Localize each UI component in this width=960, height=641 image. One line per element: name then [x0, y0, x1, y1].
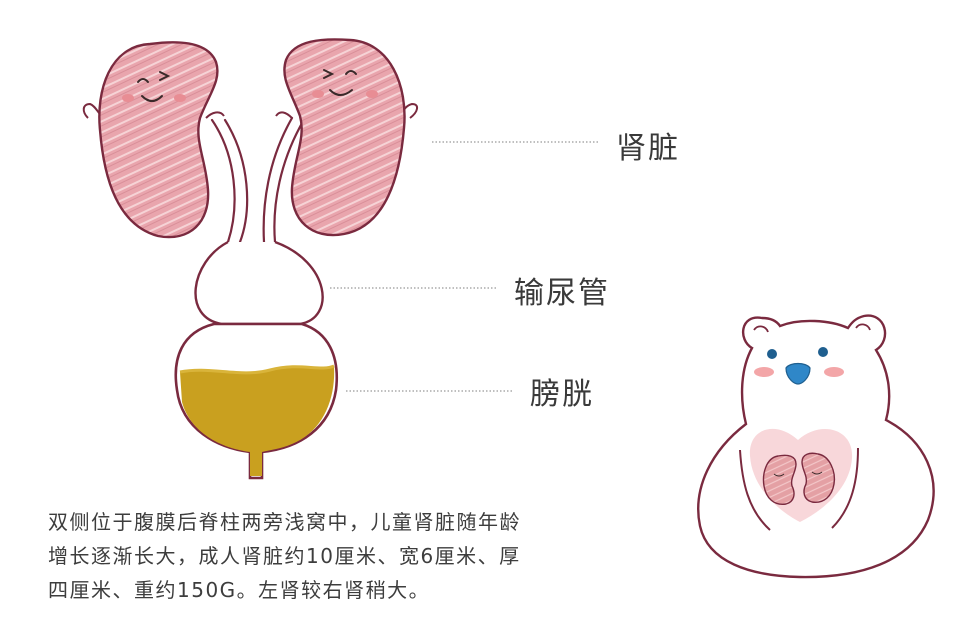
description-text: 双侧位于腹膜后脊柱两旁浅窝中，儿童肾脏随年龄 增长逐渐长大，成人肾脏约10厘米、… — [48, 505, 608, 607]
kidney-left-icon — [82, 41, 225, 239]
bear-kidney-right-icon — [801, 452, 836, 503]
ureter-tubes — [210, 116, 307, 244]
bear-nose-icon — [785, 362, 811, 385]
label-bladder: 膀胱 — [530, 377, 594, 412]
bladder-icon — [174, 322, 339, 480]
bear-kidney-left-icon — [762, 454, 797, 505]
description-line-2: 增长逐渐长大，成人肾脏约10厘米、宽6厘米、厚 — [48, 544, 521, 568]
bear-eye-left-icon — [767, 349, 777, 359]
label-ureter: 输尿管 — [514, 276, 610, 311]
label-kidney: 肾脏 — [616, 131, 680, 166]
ureter-funnel — [194, 240, 324, 326]
bear-eye-right-icon — [818, 347, 828, 357]
description-line-3: 四厘米、重约150G。左肾较右肾稍大。 — [48, 578, 431, 602]
description-line-1: 双侧位于腹膜后脊柱两旁浅窝中，儿童肾脏随年龄 — [48, 510, 521, 534]
kidney-right-icon — [275, 38, 418, 237]
bear-mascot-icon — [697, 314, 935, 579]
